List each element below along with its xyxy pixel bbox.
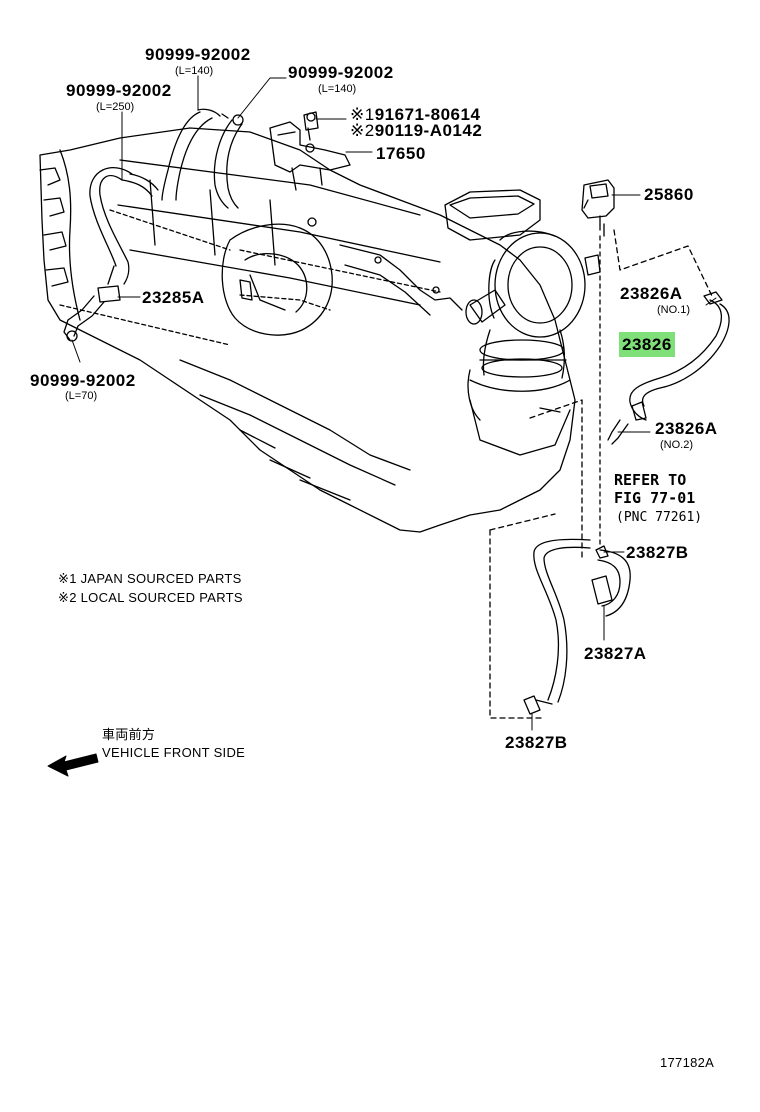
highlighted-part-number: 23826 xyxy=(619,332,675,357)
hose-23826-drawing xyxy=(599,229,730,546)
part-sub-clamp-no1: (NO.1) xyxy=(657,304,690,316)
air-duct-assembly xyxy=(444,189,601,561)
mark-2: ※2 xyxy=(350,121,375,140)
part-sub-clamp-no2: (NO.2) xyxy=(660,439,693,451)
refer-line-3: (PNC 77261) xyxy=(616,510,703,525)
arrow-left-icon xyxy=(47,753,99,777)
part-number-hose-top-right: 90999-92002 xyxy=(288,63,394,82)
part-number-clamp-no1: 23826A xyxy=(620,284,683,303)
refer-line-2: FIG 77-01 xyxy=(614,489,696,507)
bolt-1-number: 91671-80614 xyxy=(374,105,481,124)
part-number-bracket: 17650 xyxy=(376,144,426,163)
mark-1: ※1 xyxy=(350,105,375,124)
part-number-clamp-b-upper: 23827B xyxy=(626,543,689,562)
vsv-25860-drawing xyxy=(581,179,615,237)
part-length-hose-top-center: (L=140) xyxy=(175,65,214,77)
part-number-clamp-no2: 23826A xyxy=(655,419,718,438)
direction-japanese: 車両前方 xyxy=(102,727,156,742)
part-number-hose-highlight: 23826 xyxy=(619,332,675,357)
direction-english: VEHICLE FRONT SIDE xyxy=(102,745,246,760)
part-number-clamp-b-lower: 23827B xyxy=(505,733,568,752)
hose-lines xyxy=(63,108,244,342)
part-number-joint-left: 23285A xyxy=(142,288,205,307)
bracket-17650-drawing xyxy=(269,111,351,191)
bolt-2-number: 90119-A0142 xyxy=(374,121,483,140)
part-number-hose-top-center: 90999-92002 xyxy=(145,45,251,64)
hose-23827-drawing xyxy=(489,513,631,719)
part-number-bolt-2: ※290119-A0142 xyxy=(350,122,482,139)
part-length-hose-top-right: (L=140) xyxy=(318,83,357,95)
note-japan-sourced: ※1 JAPAN SOURCED PARTS xyxy=(58,571,242,586)
figure-id: 177182A xyxy=(660,1055,715,1070)
part-length-hose-left-upper: (L=250) xyxy=(96,101,135,113)
part-number-hose-a: 23827A xyxy=(584,644,647,663)
part-number-vsv: 25860 xyxy=(644,185,694,204)
part-number-hose-left-lower: 90999-92002 xyxy=(30,371,136,390)
leader-lines xyxy=(71,75,717,731)
part-number-bolt-1: ※191671-80614 xyxy=(350,106,480,123)
part-length-hose-left-lower: (L=70) xyxy=(65,390,98,402)
part-number-hose-left-upper: 90999-92002 xyxy=(66,81,172,100)
note-local-sourced: ※2 LOCAL SOURCED PARTS xyxy=(58,590,243,605)
refer-line-1: REFER TO xyxy=(614,471,687,489)
engine-block xyxy=(39,127,576,533)
